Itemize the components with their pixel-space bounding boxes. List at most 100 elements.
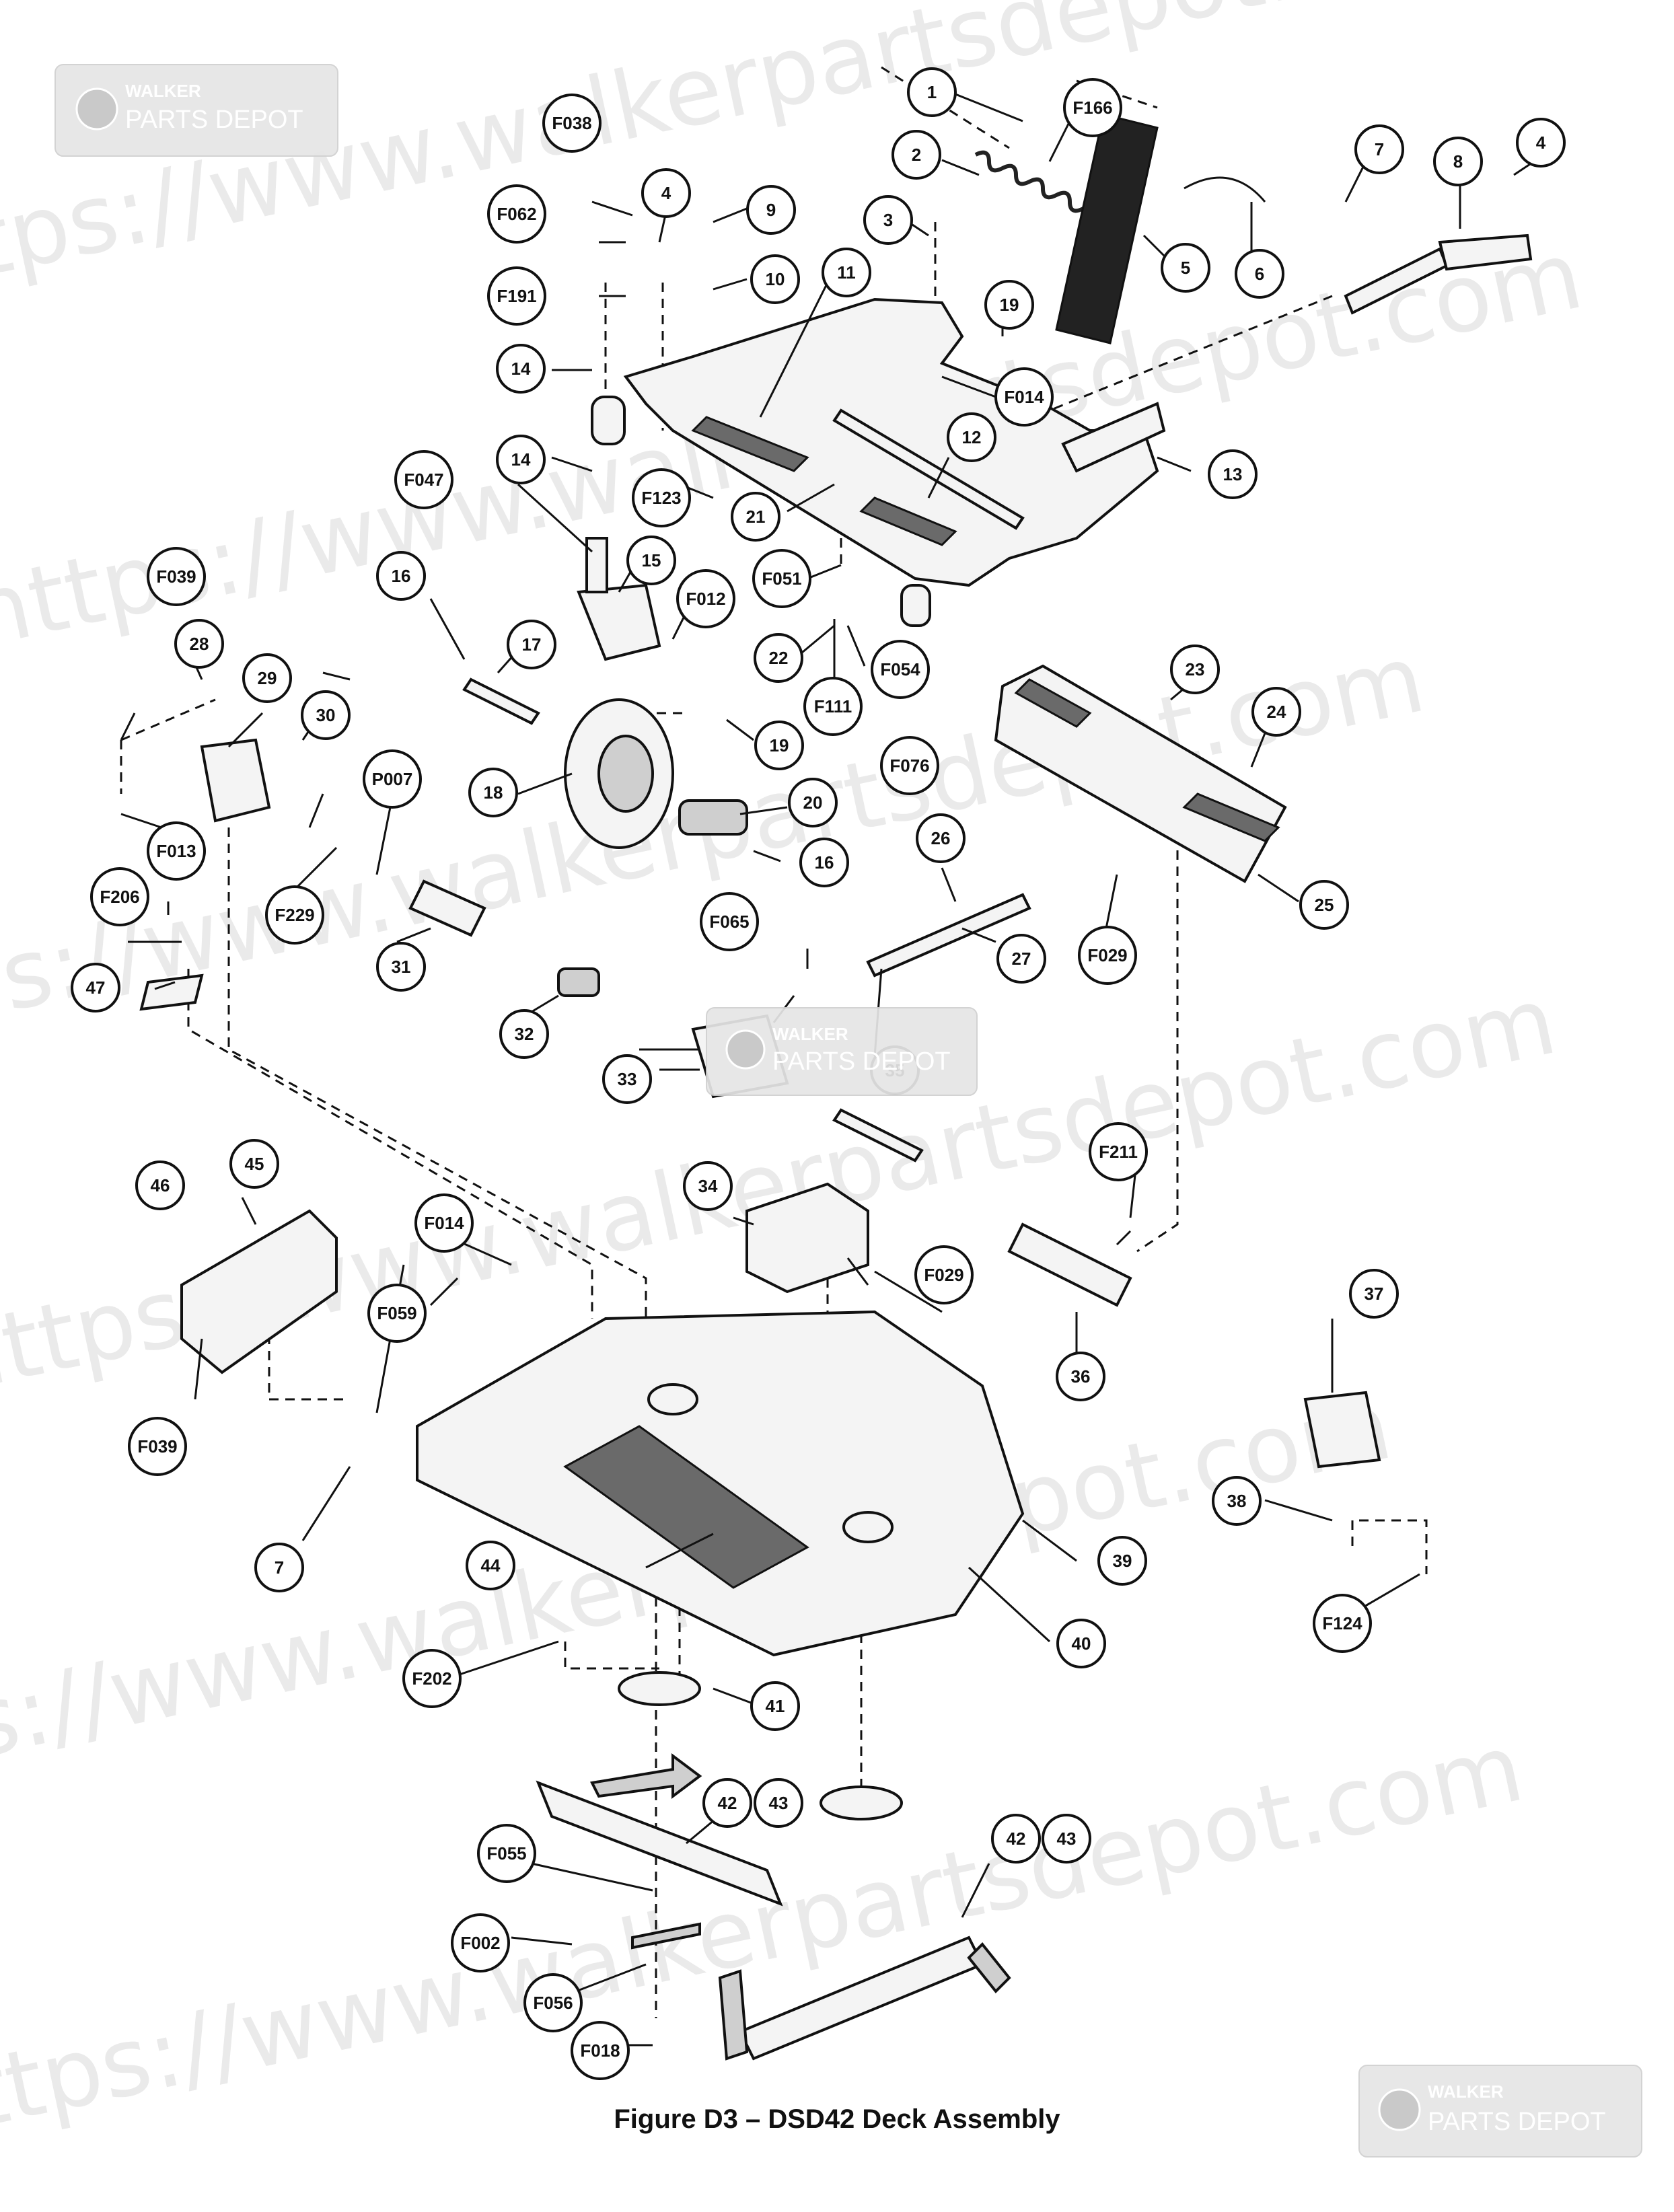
svg-text:16: 16 [815,852,834,873]
svg-text:23: 23 [1186,659,1205,679]
callout-F029: F029 [914,1245,974,1304]
svg-text:WALKER: WALKER [125,81,201,101]
svg-text:19: 19 [770,735,789,755]
svg-text:32: 32 [515,1024,534,1044]
svg-text:27: 27 [1012,949,1031,969]
callout-26: 26 [916,813,966,863]
wheel-bearing [678,799,748,836]
svg-text:F014: F014 [1004,387,1044,407]
svg-text:F059: F059 [377,1303,416,1323]
callout-46: 46 [135,1160,185,1210]
svg-text:WALKER: WALKER [772,1024,848,1044]
callout-7: 7 [1354,124,1404,174]
left-coupler [408,879,486,937]
svg-text:21: 21 [746,507,766,527]
callout-16: 16 [799,838,849,887]
svg-text:5: 5 [1181,258,1190,278]
callout-40: 40 [1056,1619,1106,1668]
mower-blade [536,1780,783,1907]
caster-spindle [585,537,608,593]
svg-text:F012: F012 [686,589,725,609]
callout-38: 38 [1212,1476,1262,1526]
callout-24: 24 [1251,687,1301,737]
svg-text:F039: F039 [156,566,196,587]
svg-text:31: 31 [392,957,411,977]
svg-text:WALKER: WALKER [1428,2081,1504,2102]
assembly-lines [120,66,1428,2018]
svg-text:7: 7 [1375,139,1384,159]
svg-text:7: 7 [275,1557,284,1578]
svg-text:F229: F229 [275,905,314,925]
callout-9: 9 [746,185,796,235]
svg-text:F029: F029 [924,1265,963,1285]
callout-11: 11 [822,248,871,297]
svg-text:40: 40 [1072,1633,1091,1654]
callout-F202: F202 [402,1649,462,1708]
callout-10: 10 [750,254,800,304]
callout-F039: F039 [128,1417,187,1476]
spring-cover [1055,113,1159,344]
callout-18: 18 [468,768,518,817]
svg-text:39: 39 [1113,1551,1132,1571]
callout-F047: F047 [394,450,453,509]
deck-port [842,1511,894,1543]
svg-text:PARTS DEPOT: PARTS DEPOT [125,106,303,134]
caster-wheel-hub [597,735,654,813]
callout-F038: F038 [542,94,602,153]
callout-F111: F111 [803,677,863,736]
svg-text:F029: F029 [1087,945,1127,965]
svg-text:2: 2 [912,145,921,165]
lift-lever-arm [1438,233,1533,271]
callout-45: 45 [229,1139,279,1189]
callout-36: 36 [1056,1352,1105,1401]
svg-text:3: 3 [883,210,893,230]
svg-text:F051: F051 [762,568,801,589]
svg-text:46: 46 [151,1175,170,1195]
svg-text:6: 6 [1255,264,1264,284]
svg-text:F191: F191 [497,286,536,306]
watermark-badge-bottom-right: WALKER PARTS DEPOT [1358,2065,1642,2158]
rotation-arrow [967,1942,1011,1993]
svg-text:28: 28 [190,634,209,654]
svg-text:47: 47 [86,978,106,998]
svg-text:33: 33 [618,1069,637,1089]
callout-21: 21 [731,492,780,542]
callout-16: 16 [376,551,426,601]
callout-F029: F029 [1078,926,1137,985]
callout-13: 13 [1208,449,1258,499]
callout-27: 27 [996,934,1046,984]
callout-F002: F002 [451,1913,510,1973]
svg-text:F202: F202 [412,1668,451,1689]
coupler-spring [557,967,600,997]
callout-F229: F229 [265,885,324,945]
svg-text:24: 24 [1267,702,1286,722]
callout-37: 37 [1349,1269,1399,1319]
svg-text:F013: F013 [156,841,196,861]
mesh-plate [859,496,957,546]
callout-43: 43 [754,1778,803,1828]
retaining-clip [1184,176,1266,202]
callout-F206: F206 [90,867,149,926]
callout-4: 4 [1516,118,1566,168]
svg-text:F076: F076 [889,755,929,776]
svg-text:F054: F054 [880,659,920,679]
callout-P007: P007 [363,749,422,809]
svg-text:15: 15 [642,550,661,570]
rotation-arrow [631,1922,701,1950]
callout-14: 14 [496,344,546,394]
callout-14: 14 [496,435,546,484]
callout-F012: F012 [676,569,735,628]
svg-text:43: 43 [1057,1829,1077,1849]
pivot-tube [591,396,626,445]
svg-text:F111: F111 [814,696,852,716]
callout-F051: F051 [752,549,811,608]
rotation-arrow [718,1969,749,2061]
callout-F166: F166 [1063,78,1122,137]
svg-text:PARTS DEPOT: PARTS DEPOT [772,1047,951,1076]
callout-F013: F013 [147,821,206,881]
callout-F211: F211 [1089,1122,1148,1181]
callout-19: 19 [984,280,1034,330]
callout-31: 31 [376,942,426,992]
side-guard [180,1209,338,1374]
